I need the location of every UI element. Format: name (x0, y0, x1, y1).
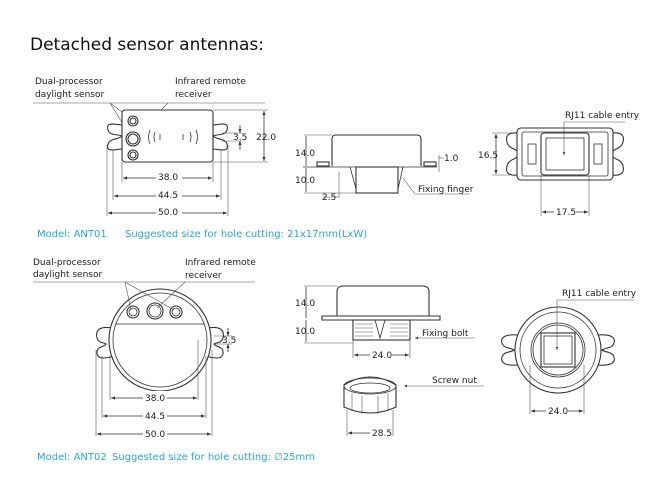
ant02-side-view: 14.0 10.0 24.0 Fixing bolt (295, 285, 475, 361)
ir-receiver-label: Infrared remote (185, 258, 256, 268)
dim-10: 10.0 (295, 176, 315, 186)
ant01-side-view: 14.0 10.0 2.5 1.0 Fixing finger (295, 134, 474, 203)
sensor-label: daylight sensor (33, 270, 102, 280)
dim-38: 38.0 (145, 394, 165, 404)
dim-14: 14.0 (295, 299, 315, 309)
dim-38: 38.0 (158, 173, 178, 183)
ir-receiver-label: receiver (175, 90, 212, 100)
hole-size-ant01: Suggested size for hole cutting: 21x17mm… (125, 229, 367, 240)
dim-10: 10.0 (295, 327, 315, 337)
ir-receiver-label: receiver (185, 271, 222, 281)
hole-size-ant02: Suggested size for hole cutting: ∅25mm (112, 452, 315, 463)
fixing-bolt-label: Fixing bolt (422, 329, 469, 339)
fixing-finger-label: Fixing finger (418, 185, 474, 195)
screw-nut: Screw nut 28.5 (343, 376, 484, 439)
model-ant01: Model: ANT01 (37, 229, 107, 240)
ant02-top-view: Dual-processor daylight sensor Infrared … (33, 258, 256, 440)
dim-50: 50.0 (145, 430, 165, 440)
dim-28-5: 28.5 (372, 429, 392, 439)
page-title: Detached sensor antennas: (30, 35, 264, 55)
sensor-label: daylight sensor (35, 90, 104, 100)
ir-receiver-label: Infrared remote (175, 77, 246, 87)
model-ant02: Model: ANT02 (37, 452, 107, 463)
screw-nut-label: Screw nut (432, 376, 477, 386)
ant01-top-view: Dual-processor daylight sensor Infrared … (33, 77, 276, 218)
dim-slot: 3.5 (222, 336, 236, 346)
dim-1: 1.0 (444, 154, 459, 164)
rj11-label: RJ11 cable entry (565, 111, 640, 121)
dim-44-5: 44.5 (158, 191, 178, 201)
dim-14: 14.0 (295, 149, 315, 159)
dim-50: 50.0 (158, 208, 178, 218)
dim-24: 24.0 (548, 407, 568, 417)
dim-16-5: 16.5 (478, 151, 498, 161)
dim-2-5: 2.5 (322, 193, 336, 203)
rj11-label: RJ11 cable entry (562, 289, 637, 299)
dim-17-5: 17.5 (556, 208, 576, 218)
dim-height: 22.0 (256, 133, 276, 143)
dim-24: 24.0 (372, 351, 392, 361)
dim-slot: 3.5 (233, 133, 247, 143)
dim-44-5: 44.5 (145, 412, 165, 422)
ant02-front-view: RJ11 cable entry 24.0 (501, 289, 637, 417)
sensor-label: Dual-processor (35, 77, 103, 87)
sensor-label: Dual-processor (33, 258, 101, 268)
ant01-front-view: RJ11 cable entry 16.5 17.5 (478, 111, 640, 218)
